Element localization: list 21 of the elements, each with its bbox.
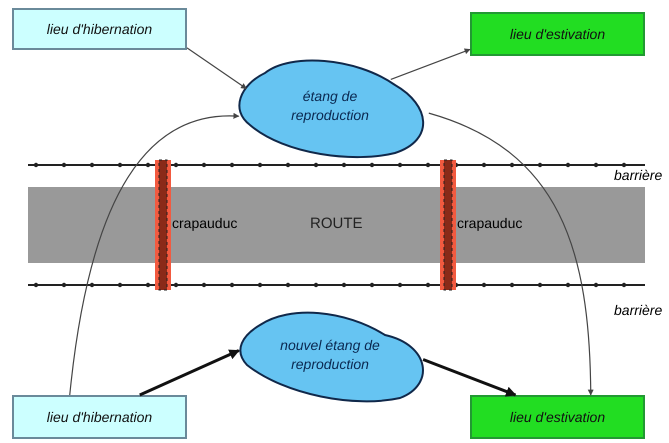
- road-label: ROUTE: [310, 215, 362, 232]
- place-box: [470, 12, 645, 56]
- arrow: [69, 113, 240, 396]
- place-box: [12, 395, 187, 439]
- node-label: étang de reproduction: [290, 87, 370, 125]
- place-box: [12, 8, 187, 50]
- node-label: lieu d'estivation: [510, 26, 606, 42]
- node-label: lieu d'estivation: [510, 409, 606, 425]
- culvert-label: crapauduc: [172, 215, 238, 231]
- node-label: nouvel étang de reproduction: [279, 336, 381, 374]
- place-box: [470, 395, 645, 439]
- arrow: [428, 112, 594, 396]
- arrow: [390, 48, 471, 80]
- fence-label: barrière: [614, 302, 662, 318]
- arrow: [422, 358, 516, 396]
- arrow: [139, 349, 240, 396]
- arrow: [186, 47, 247, 90]
- culvert-label: crapauduc: [457, 215, 522, 231]
- node-label: lieu d'hibernation: [46, 409, 152, 425]
- node-label: lieu d'hibernation: [46, 21, 152, 37]
- fence-label: barrière: [614, 167, 662, 183]
